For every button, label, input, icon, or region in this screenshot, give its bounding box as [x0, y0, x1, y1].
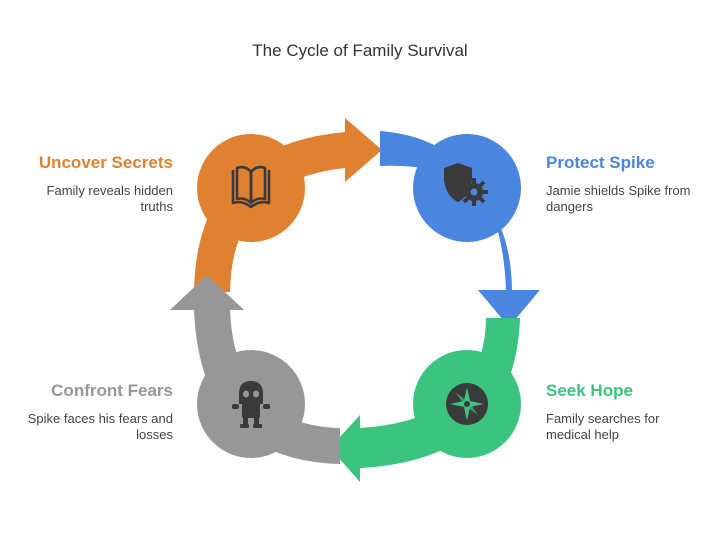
- label-uncover-secrets: Uncover Secrets: [38, 153, 173, 172]
- arrow-gray: [170, 275, 340, 464]
- label-protect-spike: Protect Spike: [546, 153, 655, 172]
- desc-line: Family reveals hidden: [46, 183, 173, 198]
- desc-protect-spike: Jamie shields Spike from dangers: [546, 183, 716, 215]
- desc-line: losses: [136, 427, 173, 442]
- desc-line: Family searches for: [546, 411, 660, 426]
- label-seek-hope: Seek Hope: [546, 381, 633, 400]
- desc-line: dangers: [546, 199, 593, 214]
- compass-icon: [446, 383, 488, 425]
- arrow-orange: [194, 118, 382, 292]
- alien-icon: [232, 381, 270, 428]
- open-book-icon: [231, 165, 271, 209]
- desc-line: Spike faces his fears and: [27, 411, 173, 426]
- shield-gear-icon: [444, 163, 488, 206]
- desc-line: truths: [140, 199, 173, 214]
- desc-seek-hope: Family searches for medical help: [546, 411, 716, 443]
- desc-uncover-secrets: Family reveals hidden truths: [0, 183, 173, 215]
- desc-line: medical help: [546, 427, 619, 442]
- label-confront-fears: Confront Fears: [51, 381, 173, 400]
- desc-line: Jamie shields Spike from: [546, 183, 691, 198]
- diagram-title: The Cycle of Family Survival: [252, 41, 468, 60]
- desc-confront-fears: Spike faces his fears and losses: [0, 411, 173, 443]
- arrow-green: [330, 318, 520, 482]
